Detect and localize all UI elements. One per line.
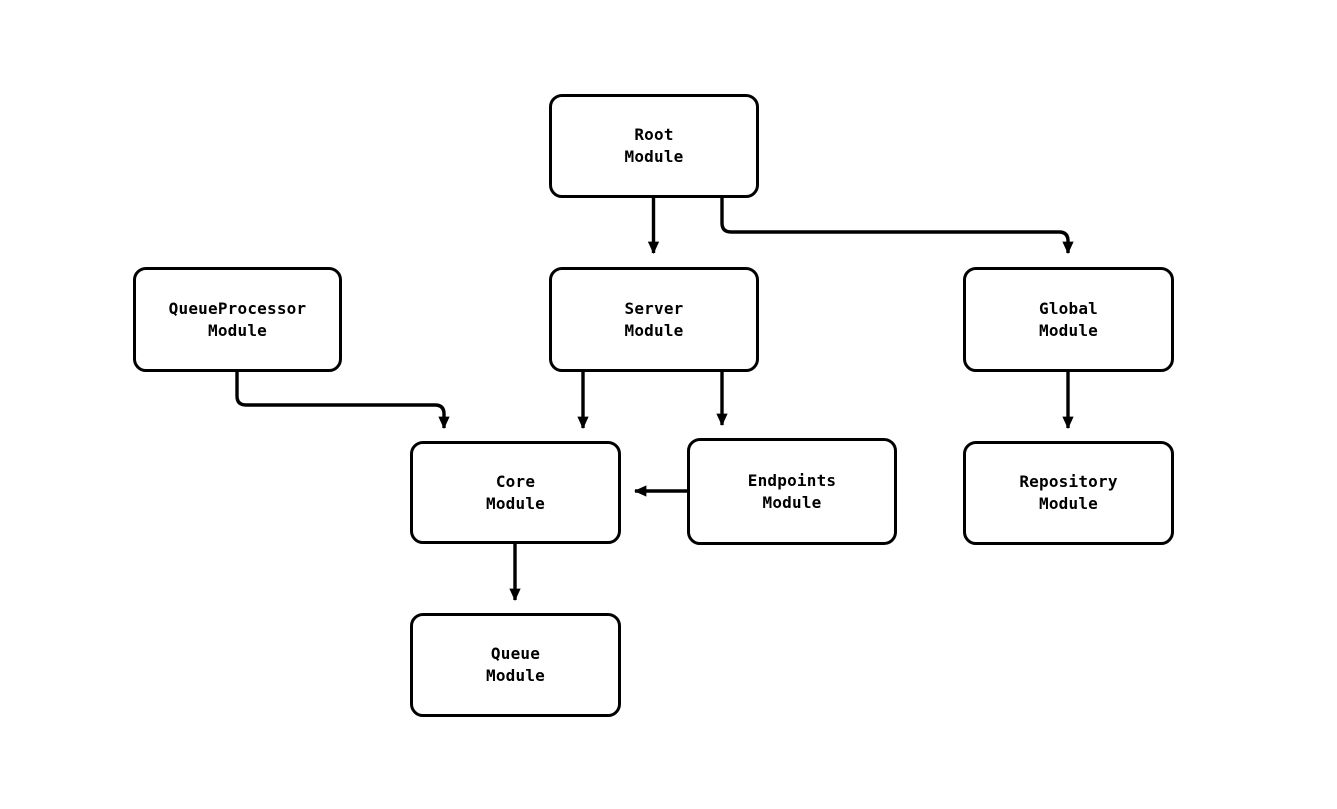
node-label-global-module: Global Module — [1039, 298, 1098, 340]
node-label-queue-module: Queue Module — [486, 644, 545, 685]
node-label-server-module: Server Module — [624, 298, 684, 340]
node-queue-module[interactable]: Queue Module — [410, 613, 621, 717]
edge-queueprocessor-to-core — [235, 372, 450, 429]
node-repository-module[interactable]: Repository Module — [963, 441, 1174, 545]
node-root-module[interactable]: Root Module — [549, 94, 759, 198]
node-label-queueprocessor-module: QueueProcessor Module — [168, 298, 307, 340]
edge-root-to-global — [720, 198, 1074, 254]
node-global-module[interactable]: Global Module — [963, 267, 1174, 372]
node-label-root-module: Root Module — [624, 125, 684, 166]
node-core-module[interactable]: Core Module — [410, 441, 621, 544]
node-queueprocessor-module[interactable]: QueueProcessor Module — [133, 267, 342, 372]
node-label-repository-module: Repository Module — [1019, 472, 1118, 513]
node-endpoints-module[interactable]: Endpoints Module — [687, 438, 897, 545]
node-label-endpoints-module: Endpoints Module — [747, 470, 837, 512]
node-label-core-module: Core Module — [486, 471, 545, 513]
node-server-module[interactable]: Server Module — [549, 267, 759, 372]
